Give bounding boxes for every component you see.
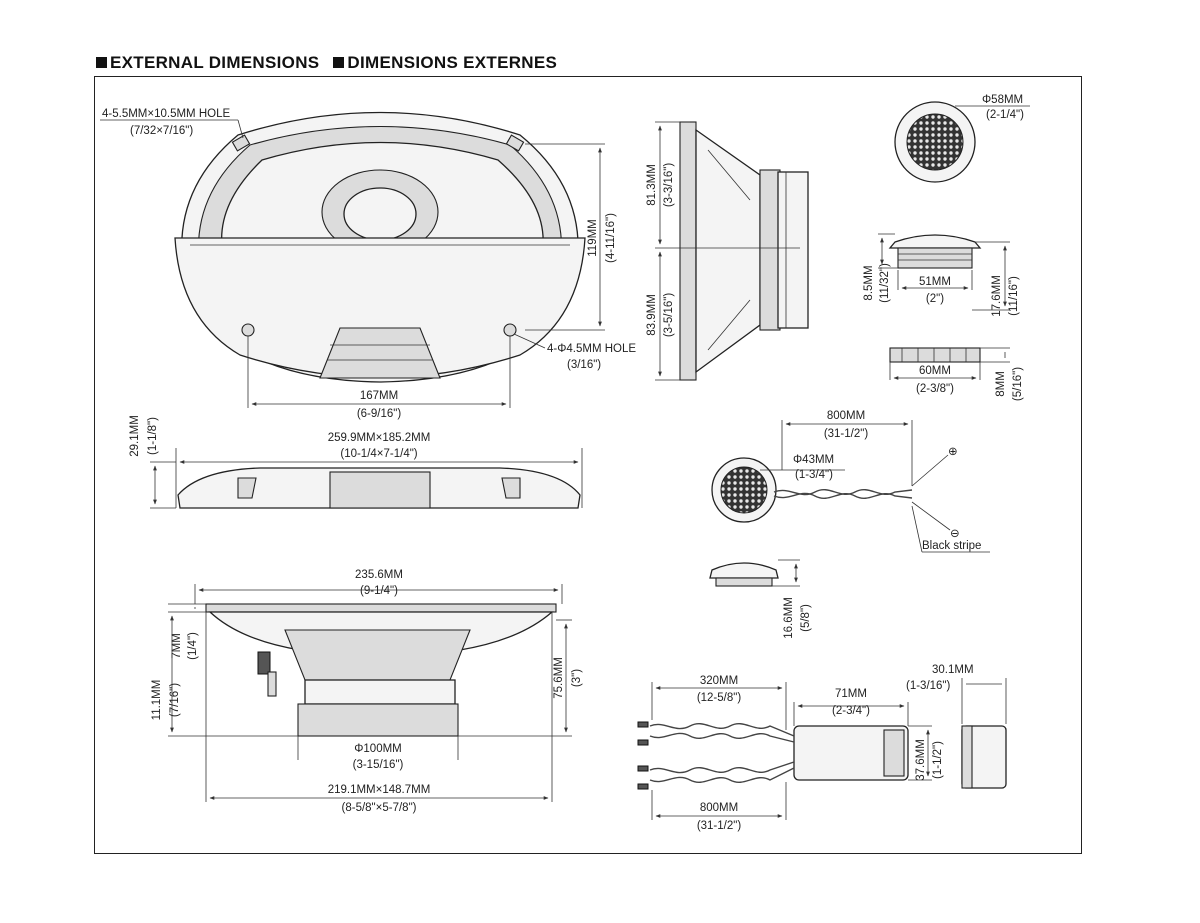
- crossover-height-mm: 37.6MM: [915, 739, 927, 781]
- grille-hole-in: (3/16"): [567, 359, 601, 371]
- crossover-network: 320MM (12-5/8") 71MM (2-3/4") 37.6MM (1-…: [637, 664, 1007, 832]
- mount-hole-mm: 4-5.5MM×10.5MM HOLE: [102, 108, 230, 120]
- positive-terminal-icon: ⊕: [948, 446, 958, 458]
- upper-depth-in: (3-3/16"): [663, 163, 675, 208]
- woofer-front-view: 4-5.5MM×10.5MM HOLE (7/32×7/16") 119MM (…: [100, 108, 636, 420]
- ring-height-in: (5/16"): [1012, 367, 1024, 401]
- crossover-thickness-mm: 30.1MM: [932, 664, 974, 676]
- flange-mm: 7MM: [171, 633, 183, 659]
- grille-size-in: (10-1/4×7-1/4"): [340, 448, 417, 460]
- tweeter-height-in: (5/8"): [800, 604, 812, 632]
- input-cable-mm: 320MM: [700, 675, 738, 687]
- lower-depth-in: (3-5/16"): [663, 293, 675, 338]
- negative-terminal-icon: ⊖: [950, 528, 960, 540]
- grille-side-view: 259.9MM×185.2MM (10-1/4×7-1/4") 29.1MM (…: [129, 415, 583, 509]
- mount-base-mm: 51MM: [919, 276, 951, 288]
- grille-depth-mm: 29.1MM: [129, 415, 141, 457]
- tweeter-with-cable: ⊕ ⊖ Black stripe 800MM (31-1/2") Φ43MM (…: [709, 410, 990, 639]
- mount-total-mm: 17.6MM: [991, 275, 1003, 317]
- woofer-height-mm: 119MM: [587, 219, 599, 257]
- title-en: EXTERNAL DIMENSIONS: [110, 53, 320, 72]
- mount-hole-in: (7/32×7/16"): [130, 125, 193, 137]
- ring-width-mm: 60MM: [919, 365, 951, 377]
- cutout-in: (8-5/8"×5-7/8"): [342, 802, 417, 814]
- lower-depth-mm: 83.9MM: [646, 294, 658, 336]
- mount-height-mm: 8.5MM: [863, 265, 875, 300]
- drawing-frame: [94, 76, 1082, 854]
- woofer-side-profile: 81.3MM (3-3/16") 83.9MM (3-5/16"): [646, 121, 809, 381]
- tweeter-mount-views: Φ58MM (2-1/4") 8.5MM (11/32") 51MM (2") …: [863, 94, 1030, 401]
- tweeter-diameter-mm: Φ43MM: [793, 454, 834, 466]
- bottom-depth-in: (3"): [571, 669, 583, 687]
- bottom-depth-mm: 75.6MM: [553, 657, 565, 699]
- mount-base-in: (2"): [926, 293, 944, 305]
- magnet-mm: Φ100MM: [354, 743, 402, 755]
- crossover-length-in: (2-3/4"): [832, 705, 870, 717]
- bottom-width-in: (9-1/4"): [360, 585, 398, 597]
- hole-spacing-in: (6-9/16"): [357, 408, 402, 420]
- tweeter-mount-diameter-mm: Φ58MM: [982, 94, 1023, 106]
- hole-spacing-mm: 167MM: [360, 390, 398, 402]
- output-cable-in: (31-1/2"): [697, 820, 742, 832]
- tweeter-mount-diameter-in: (2-1/4"): [986, 109, 1024, 121]
- square-bullet-icon: [96, 57, 107, 68]
- input-cable-in: (12-5/8"): [697, 692, 742, 704]
- ring-width-in: (2-3/8"): [916, 383, 954, 395]
- output-cable-mm: 800MM: [700, 802, 738, 814]
- crossover-height-in: (1-1/2"): [932, 741, 944, 779]
- tweeter-cable-in: (31-1/2"): [824, 428, 869, 440]
- black-stripe-label: Black stripe: [922, 540, 981, 552]
- grille-size-mm: 259.9MM×185.2MM: [328, 432, 431, 444]
- magnet-in: (3-15/16"): [353, 759, 404, 771]
- grille-hole-mm: 4-Φ4.5MM HOLE: [547, 343, 636, 355]
- ring-height-mm: 8MM: [995, 371, 1007, 397]
- bottom-width-mm: 235.6MM: [355, 569, 403, 581]
- terminal-in: (7/16"): [169, 683, 181, 717]
- tweeter-height-mm: 16.6MM: [783, 597, 795, 639]
- woofer-bottom-view: 235.6MM (9-1/4") 7MM (1/4") 11.1MM (7/16…: [151, 569, 583, 814]
- woofer-height-in: (4-11/16"): [605, 213, 617, 263]
- upper-depth-mm: 81.3MM: [646, 164, 658, 206]
- title-fr: DIMENSIONS EXTERNES: [347, 53, 558, 72]
- mount-total-in: (11/16"): [1008, 276, 1020, 316]
- page-title: EXTERNAL DIMENSIONS DIMENSIONS EXTERNES: [96, 53, 557, 73]
- crossover-thickness-in: (1-3/16"): [906, 680, 951, 692]
- mount-height-in: (11/32"): [879, 263, 891, 303]
- terminal-mm: 11.1MM: [151, 680, 163, 721]
- grille-depth-in: (1-1/8"): [147, 417, 159, 455]
- square-bullet-icon: [333, 57, 345, 68]
- tweeter-diameter-in: (1-3/4"): [795, 469, 833, 481]
- crossover-length-mm: 71MM: [835, 688, 867, 700]
- tweeter-cable-mm: 800MM: [827, 410, 865, 422]
- flange-in: (1/4"): [187, 632, 199, 660]
- cutout-mm: 219.1MM×148.7MM: [328, 784, 431, 796]
